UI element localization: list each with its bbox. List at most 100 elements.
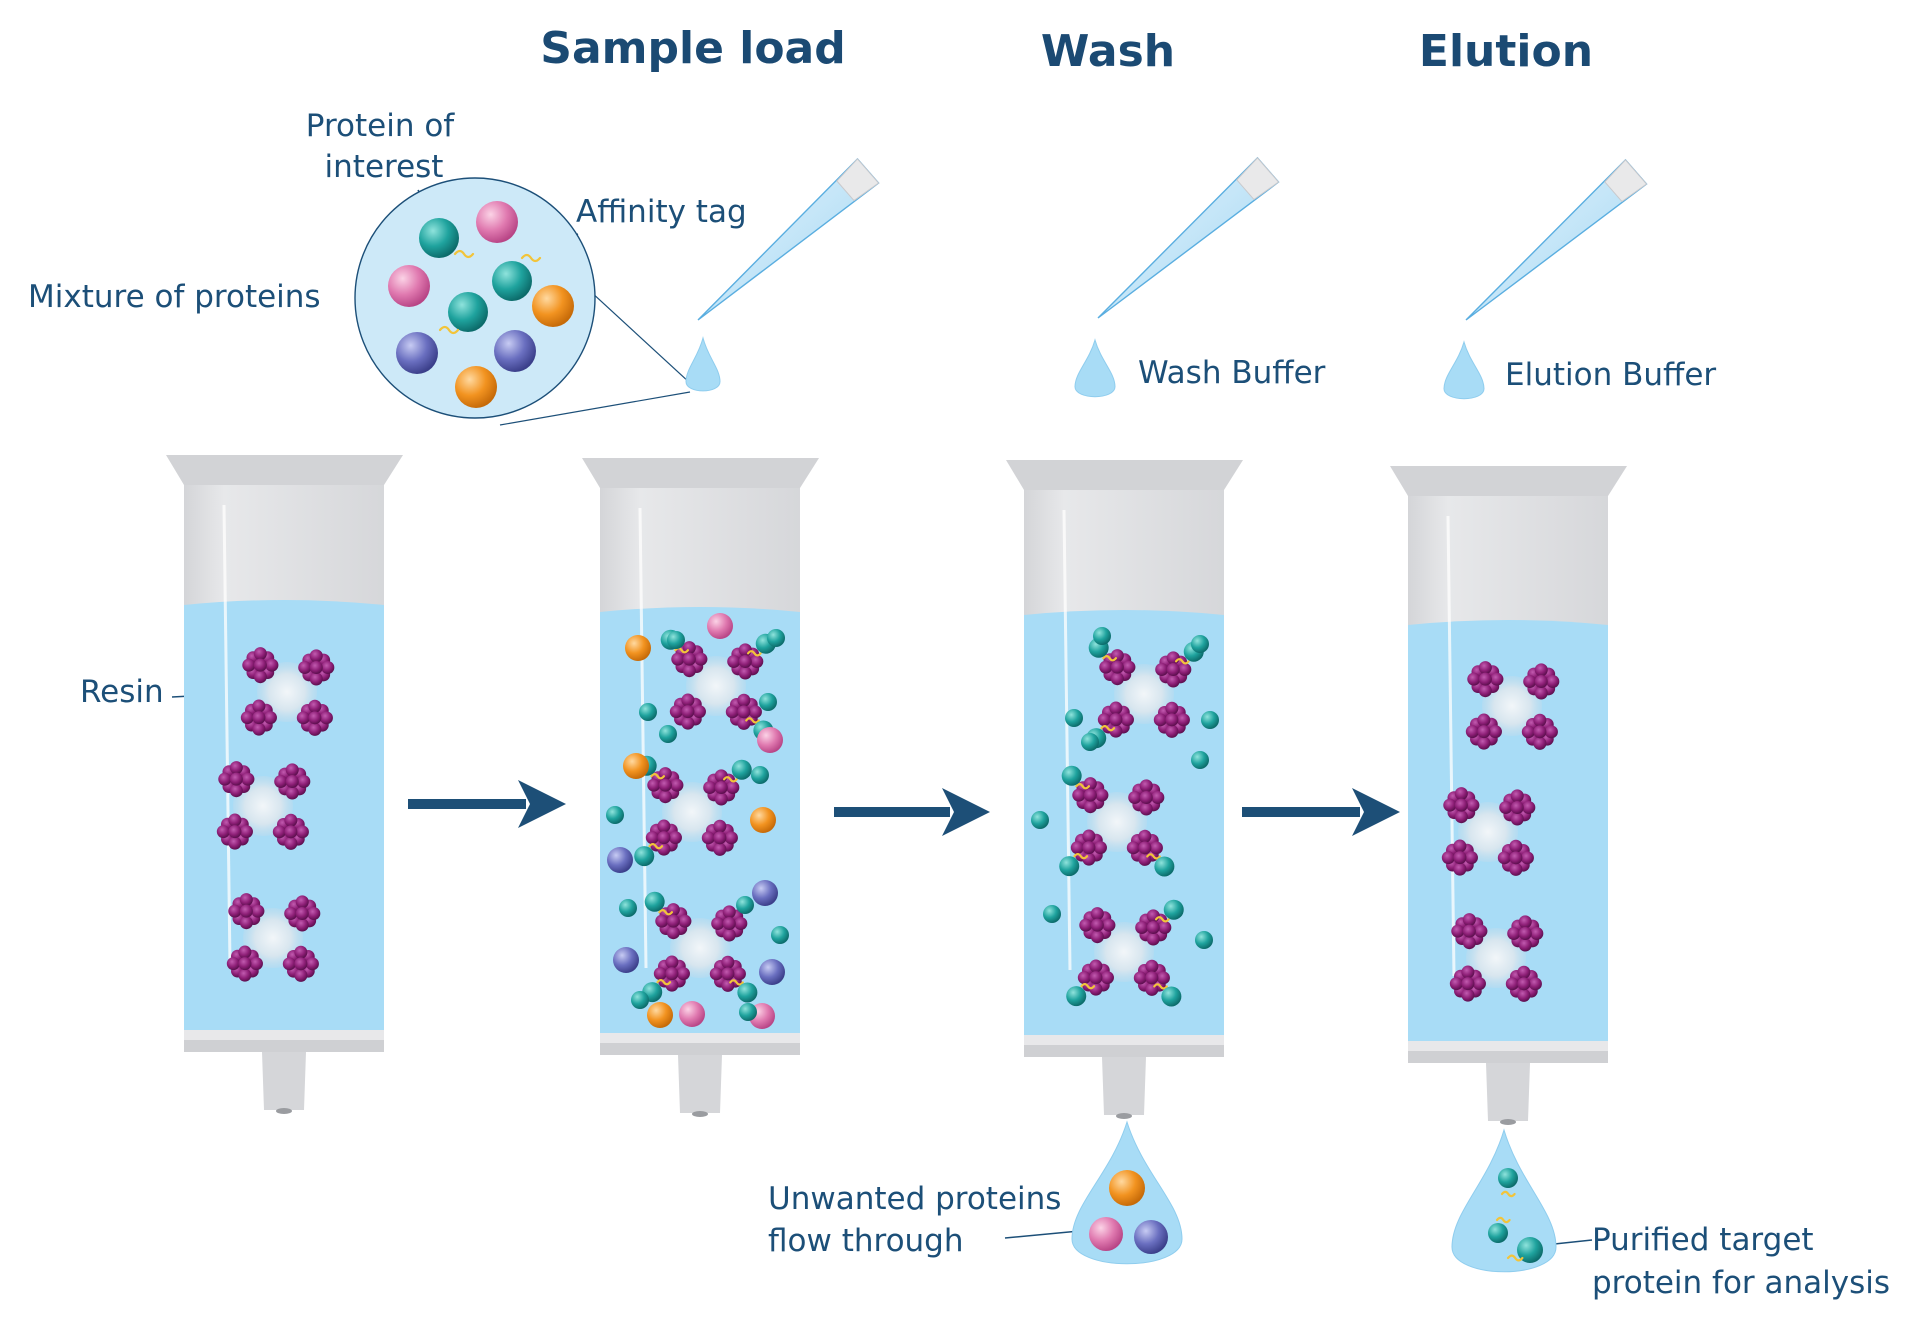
protein-of-interest [1488,1223,1508,1243]
protein [707,613,733,639]
resin-ligand [1099,649,1136,686]
protein-blue [1134,1220,1168,1254]
column-base [184,1040,384,1052]
protein [750,807,776,833]
resin-ligand [226,945,263,982]
protein-orange [532,285,574,327]
protein-of-interest [644,891,665,912]
affinity-tag [648,842,664,850]
protein-of-interest [634,846,655,867]
column-frit [184,1030,384,1040]
affinity-tag [1080,982,1096,990]
affinity-tag [729,979,744,986]
pipette-wash [1097,156,1280,319]
resin-ligand [1070,829,1107,866]
column-frit [1408,1041,1608,1051]
resin-ligand [1467,661,1504,698]
zoom-line [499,391,691,426]
resin-ligand [284,895,321,932]
column-frit [600,1033,800,1043]
affinity-tag [438,325,460,335]
protein-of-interest [731,759,752,780]
protein-of-interest [1161,986,1182,1007]
arrow-head [942,788,990,836]
protein [667,631,685,649]
label-affinity-tag: Affinity tag [576,194,747,230]
resin-ligand [228,893,265,930]
resin-ligand [1126,829,1163,866]
resin-ligand [1135,909,1172,946]
protein [751,766,769,784]
protein-of-interest [1093,627,1111,645]
pipette-sample [697,157,880,321]
protein [771,926,789,944]
protein-blue [494,330,536,372]
sample-drop [685,336,721,392]
affinity-tag [658,909,674,916]
outlet-hole [276,1108,292,1114]
protein [607,847,633,873]
protein-of-interest [1081,733,1099,751]
wash-buffer-drop [1074,338,1116,398]
column-base [600,1043,800,1055]
arrow-shaft [834,807,950,817]
arrow-head [518,780,566,828]
outlet-hole [1116,1113,1132,1119]
column-frit [1024,1035,1224,1045]
resin-ligand [701,819,738,856]
protein-of-interest [1517,1237,1543,1263]
affinity-tag [722,776,738,783]
affinity-tag [1174,658,1190,665]
label-resin: Resin [80,674,164,710]
protein-of-interest [1195,931,1213,949]
protein [647,1002,673,1028]
resin-ligand [1077,959,1114,996]
pipette-cap [836,158,880,202]
resin-ligand [647,767,684,804]
resin-ligand [242,647,279,684]
resin-ligand [711,905,748,942]
resin-ligand [703,769,740,806]
resin-ligand [727,643,764,680]
protein [767,629,785,647]
protein-orange [455,366,497,408]
protein [757,727,783,753]
resin-ligand [296,699,333,736]
column-outlet [1102,1057,1146,1115]
protein-teal [448,292,488,332]
protein-of-interest [1498,1168,1518,1188]
resin-ligand [282,945,319,982]
protein [613,947,639,973]
column-rim [166,455,403,485]
resin-ligand [218,761,255,798]
glass-highlight [1062,509,1072,971]
protein-of-interest [1201,711,1219,729]
affinity-tag [746,650,762,657]
resin-ligand [216,813,253,850]
label-purified-protein-2: protein for analysis [1592,1265,1890,1301]
label-unwanted-proteins-2: flow through [768,1223,964,1259]
protein [659,725,677,743]
affinity-tag [1146,853,1161,860]
resin-ligand [1499,789,1536,826]
protein-of-interest [1191,635,1209,653]
protein [736,896,754,914]
label-unwanted-proteins-1: Unwanted proteins [768,1181,1061,1217]
resin-ligand [1521,713,1558,750]
diagram-artwork [166,156,1648,1273]
glass-highlight [638,507,648,969]
eluted-drop [1451,1128,1557,1273]
protein-of-interest [1031,811,1049,829]
resin-ligand [1505,965,1542,1002]
protein-of-interest [1154,856,1175,877]
column-2 [582,458,819,1117]
protein-of-interest [737,982,758,1003]
affinity-tag [1500,1190,1516,1198]
column-1 [166,455,403,1114]
resin-ligand [1443,787,1480,824]
column-base [1024,1045,1224,1057]
outlet-hole [692,1111,708,1117]
protein [752,880,778,906]
resin-ligand [1507,915,1544,952]
